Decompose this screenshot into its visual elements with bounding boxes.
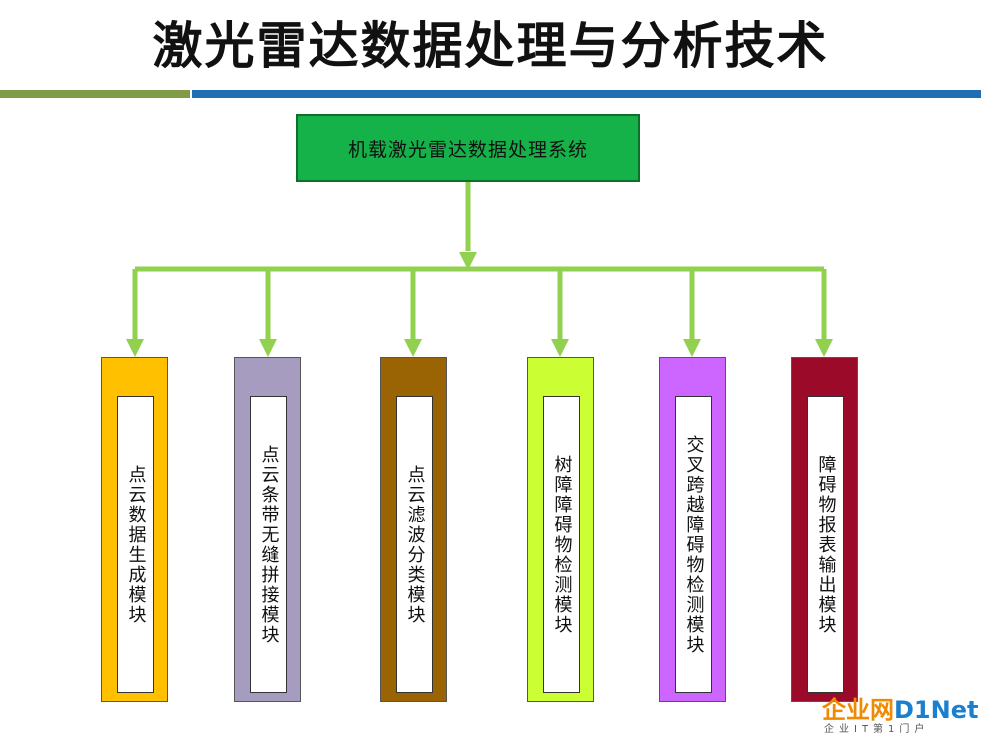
module-label-panel: 障碍物报表输出模块	[807, 396, 844, 693]
page-title: 激光雷达数据处理与分析技术	[152, 17, 829, 75]
logo-tagline: 企业IT第1门户	[824, 724, 930, 735]
module-label: 交叉跨越障碍物检测模块	[683, 434, 705, 655]
module-label-panel: 树障障碍物检测模块	[543, 396, 580, 693]
title-underline-blue	[192, 90, 981, 98]
module-label-panel: 点云条带无缝拼接模块	[250, 396, 287, 693]
logo-wordmark: 企业网D1Net	[822, 690, 978, 725]
logo-cn-text: 企业网	[822, 696, 894, 724]
module-label: 点云条带无缝拼接模块	[258, 444, 280, 645]
branch-arrowhead	[404, 339, 422, 357]
root-node: 机载激光雷达数据处理系统	[296, 114, 640, 182]
module-label: 点云数据生成模块	[125, 464, 147, 625]
module-label-panel: 交叉跨越障碍物检测模块	[675, 396, 712, 693]
module-node: 点云滤波分类模块	[380, 357, 447, 702]
module-label: 点云滤波分类模块	[404, 464, 426, 625]
branch-arrowhead	[126, 339, 144, 357]
logo-en-text: D1Net	[894, 696, 979, 724]
module-node: 障碍物报表输出模块	[791, 357, 858, 702]
branch-arrowhead	[551, 339, 569, 357]
module-label-panel: 点云数据生成模块	[117, 396, 154, 693]
branch-arrowhead	[815, 339, 833, 357]
title-underline-green	[0, 90, 190, 98]
module-label: 障碍物报表输出模块	[815, 454, 837, 635]
module-node: 点云条带无缝拼接模块	[234, 357, 301, 702]
module-node: 树障障碍物检测模块	[527, 357, 594, 702]
module-node: 交叉跨越障碍物检测模块	[659, 357, 726, 702]
module-label: 树障障碍物检测模块	[551, 454, 573, 635]
branch-arrowhead	[259, 339, 277, 357]
d1net-logo: 企业网D1Net 企业IT第1门户	[822, 690, 981, 735]
root-node-label: 机载激光雷达数据处理系统	[347, 138, 588, 161]
module-node: 点云数据生成模块	[101, 357, 168, 702]
module-label-panel: 点云滤波分类模块	[396, 396, 433, 693]
branch-arrowhead	[683, 339, 701, 357]
trunk-arrowhead	[459, 252, 477, 270]
